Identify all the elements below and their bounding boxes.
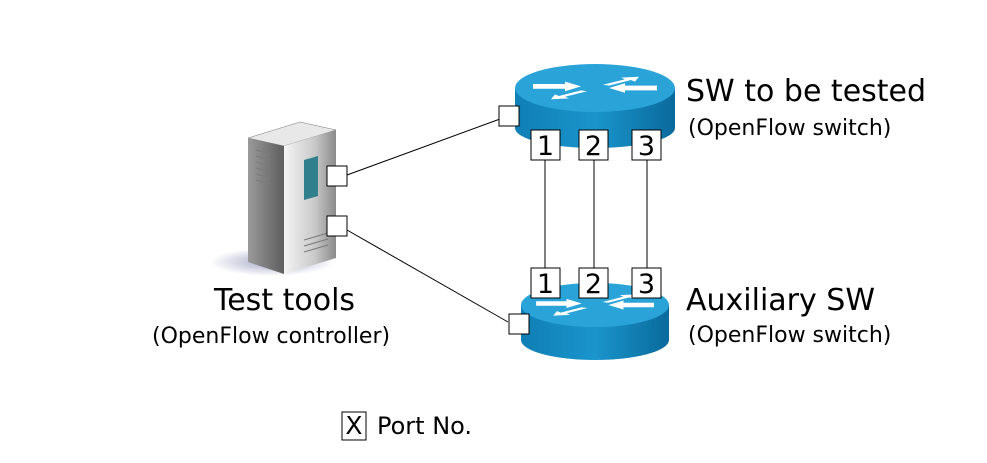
sw-tested-ports: 1 2 3 — [530, 129, 662, 162]
sw-tested-port-2 — [578, 129, 609, 161]
sw-tested-port-1 — [530, 129, 561, 161]
server-icon — [210, 121, 348, 276]
server-port-bottom — [326, 215, 348, 237]
legend-symbol: X — [345, 411, 363, 440]
sw-tested-subtitle: (OpenFlow switch) — [688, 116, 892, 141]
aux-sw-subtitle: (OpenFlow switch) — [688, 323, 892, 348]
sw-tested-title: SW to be tested — [686, 74, 927, 109]
server-port-top — [326, 165, 348, 187]
aux-sw-port-3 — [631, 267, 662, 299]
sw-tested-port-3 — [631, 129, 662, 161]
line-controller-to-sw-tested — [346, 118, 501, 176]
aux-sw-title: Auxiliary SW — [686, 283, 876, 318]
aux-sw-port-1 — [530, 267, 561, 299]
aux-sw-port-2 — [578, 267, 609, 299]
legend-port-symbol-box — [341, 411, 367, 441]
legend-text: Port No. — [377, 412, 473, 440]
test-tools-subtitle: (OpenFlow controller) — [152, 324, 391, 349]
aux-sw-port-3-label: 3 — [638, 269, 655, 300]
aux-sw-uplink-port — [508, 313, 530, 335]
connection-lines — [346, 118, 648, 323]
aux-sw-port-1-label: 1 — [537, 269, 554, 300]
aux-sw-ports: 1 2 3 — [530, 267, 662, 300]
sw-tested-port-2-label: 2 — [585, 131, 602, 162]
sw-tested-port-3-label: 3 — [638, 131, 655, 162]
sw-tested-uplink-port — [498, 105, 520, 127]
sw-tested-port-1-label: 1 — [537, 131, 554, 162]
line-controller-to-aux-sw — [346, 229, 509, 323]
test-tools-title: Test tools — [214, 283, 356, 318]
aux-sw-port-2-label: 2 — [585, 269, 602, 300]
